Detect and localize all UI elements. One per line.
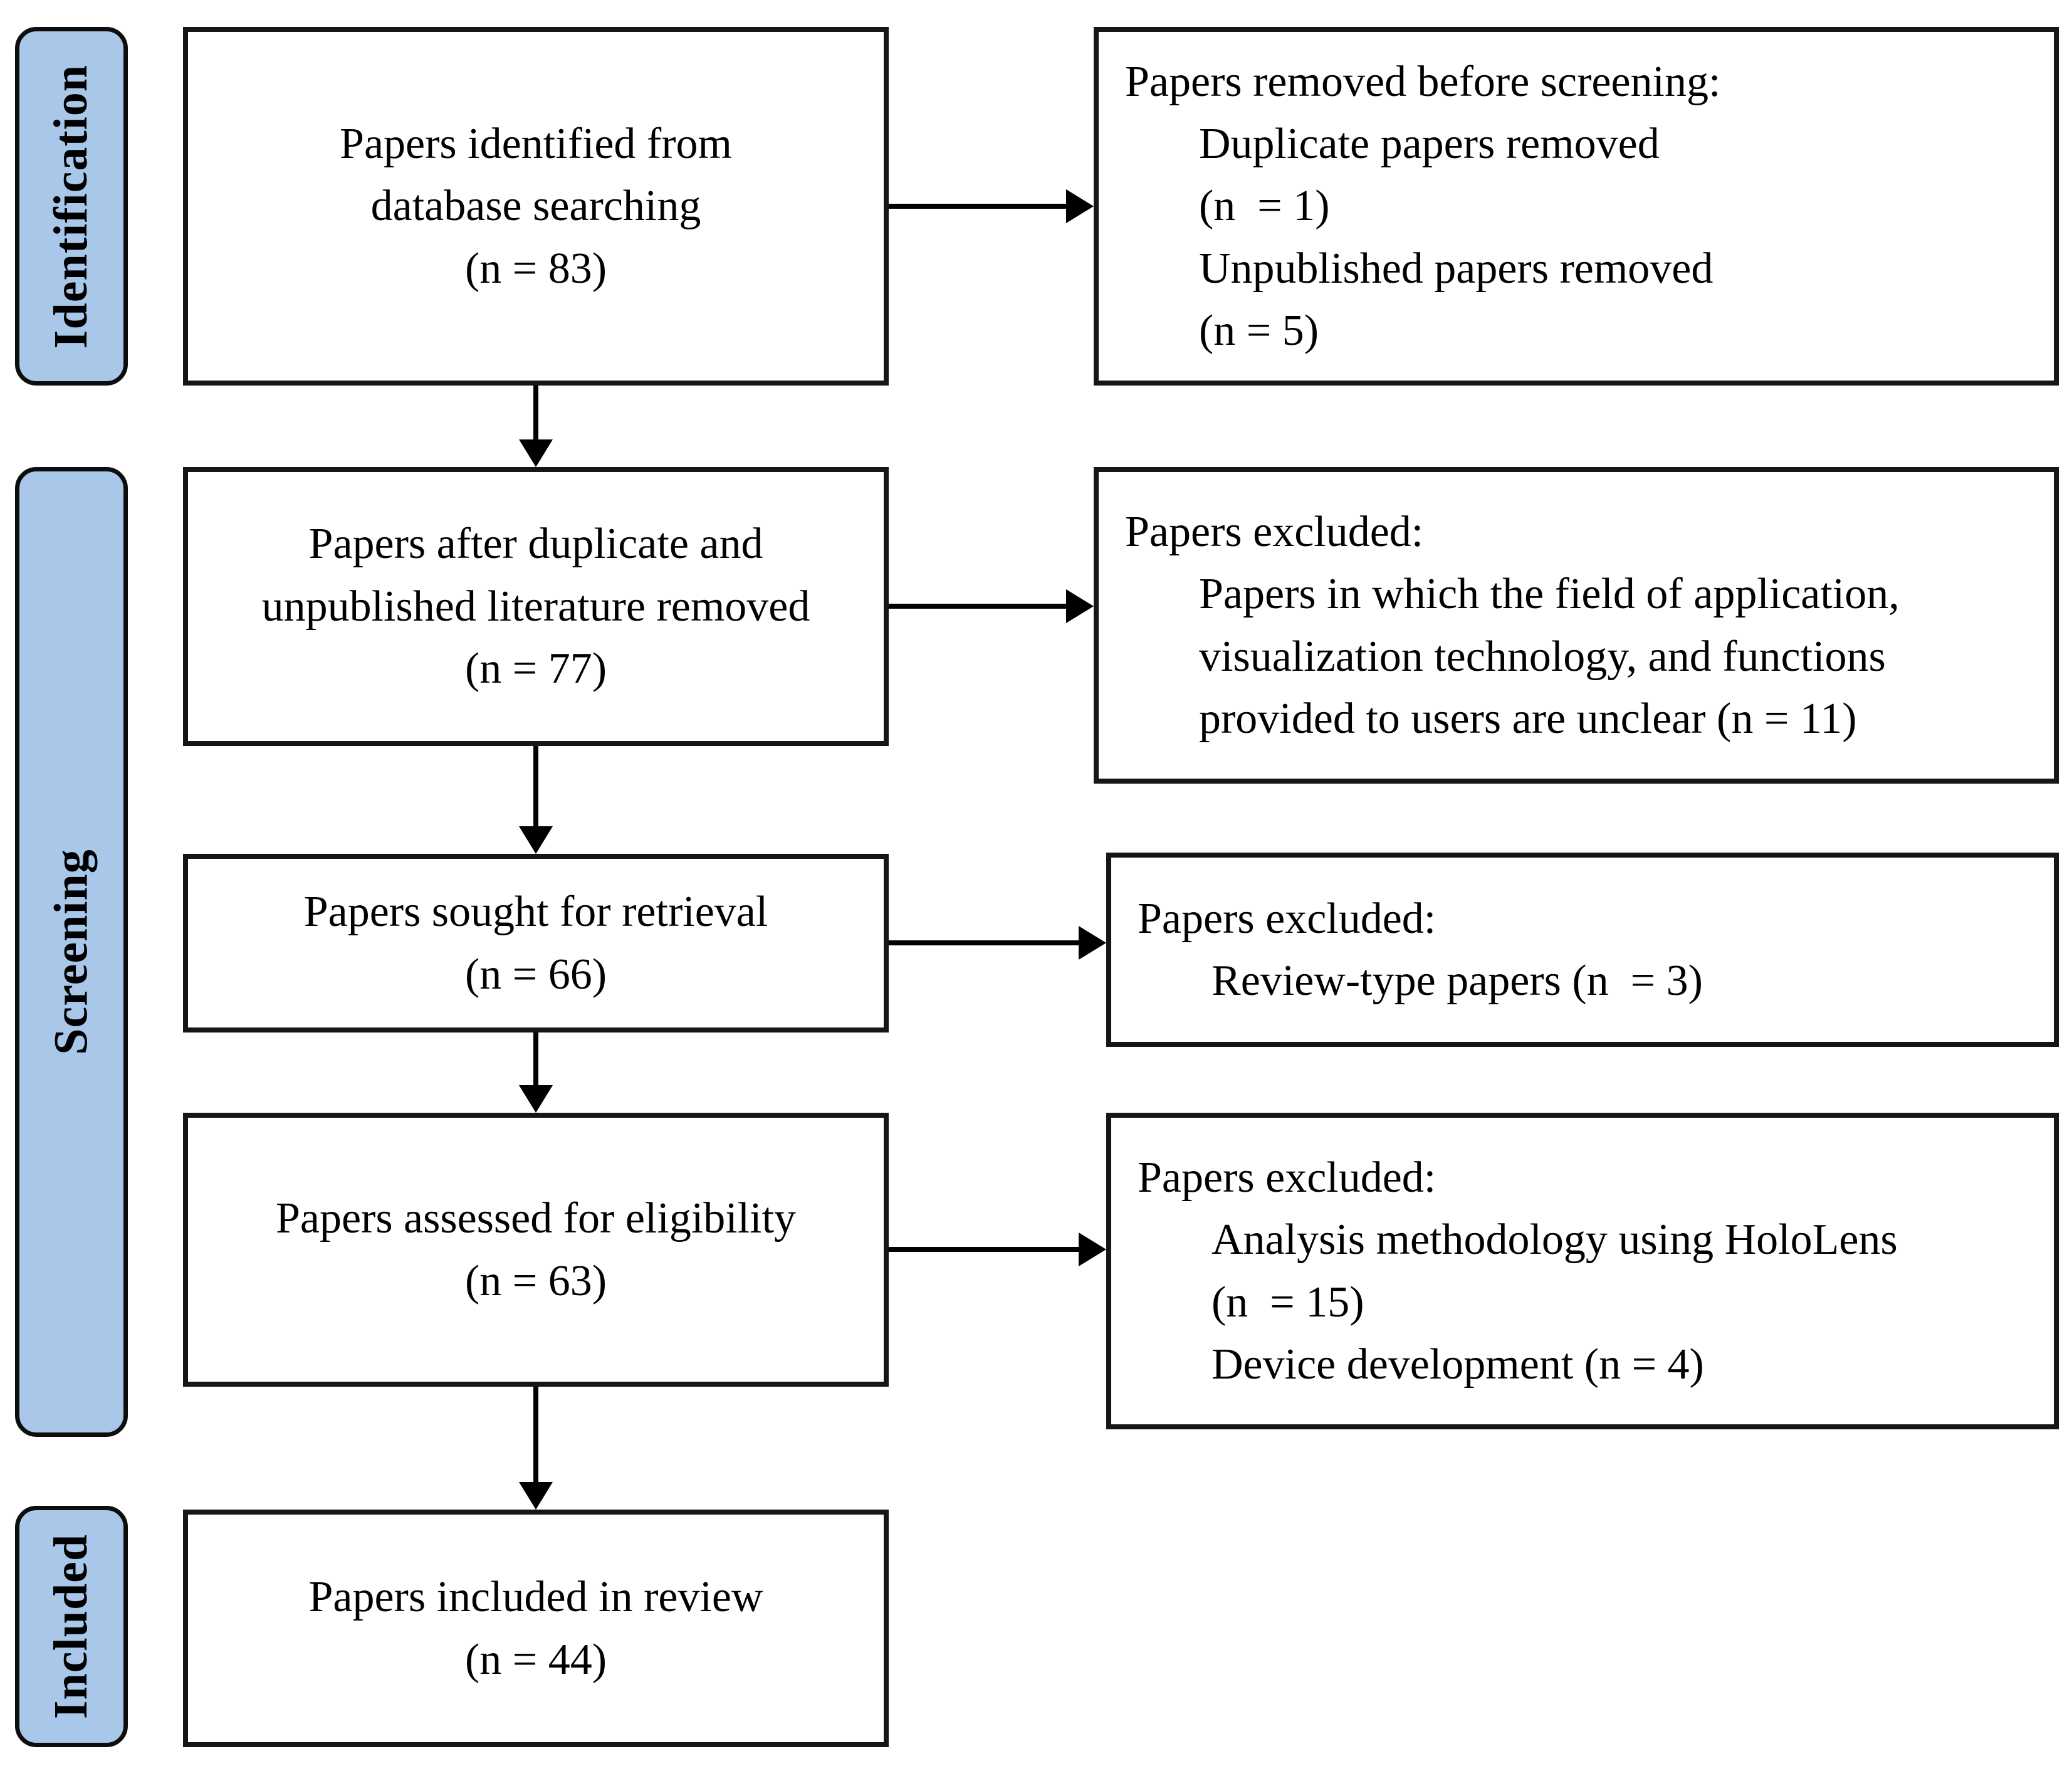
flow-box-included-review: Papers included in review (n = 44) (183, 1510, 889, 1747)
flow-box-assessed-count: (n = 63) (464, 1256, 607, 1305)
flow-box-after-duplicates-line2: unpublished literature removed (261, 582, 810, 631)
arrow-right-3-line (889, 940, 1079, 945)
excluded-screening-item1: Papers in which the field of application… (1199, 570, 1900, 619)
removed-before-screening-title: Papers removed before screening: (1125, 57, 1721, 106)
removed-before-screening-item2: (n = 1) (1199, 182, 1330, 231)
removed-before-screening-item3: Unpublished papers removed (1199, 244, 1714, 293)
arrow-right-2-head (1066, 589, 1094, 623)
flow-box-identified-line2: database searching (370, 182, 701, 231)
flow-box-sought: Papers sought for retrieval (n = 66) (183, 854, 889, 1032)
arrow-down-3-head (519, 1085, 553, 1113)
flow-box-excluded-screening: Papers excluded: Papers in which the fie… (1094, 467, 2059, 784)
excluded-screening-title: Papers excluded: (1125, 507, 1424, 556)
removed-before-screening-item1: Duplicate papers removed (1199, 119, 1660, 168)
removed-before-screening-item4: (n = 5) (1199, 307, 1319, 355)
stage-label-identification: Identification (15, 27, 128, 386)
arrow-right-4-head (1079, 1232, 1106, 1266)
flow-box-included-review-line1: Papers included in review (308, 1573, 763, 1622)
flow-box-identified-count: (n = 83) (464, 244, 607, 293)
arrow-down-3-line (533, 1032, 538, 1085)
excluded-screening-item3: provided to users are unclear (n = 11) (1199, 694, 1857, 743)
arrow-down-1-line (533, 386, 538, 439)
flow-box-assessed-line1: Papers assessed for eligibility (275, 1194, 797, 1243)
flow-box-sought-count: (n = 66) (464, 950, 607, 999)
stage-label-included-text: Included (44, 1533, 98, 1720)
flow-box-excluded-eligibility: Papers excluded: Analysis methodology us… (1106, 1113, 2059, 1429)
stage-label-included: Included (15, 1506, 128, 1747)
arrow-right-4-line (889, 1247, 1079, 1252)
stage-label-screening: Screening (15, 467, 128, 1437)
arrow-right-1-head (1066, 189, 1094, 223)
arrow-right-1-line (889, 204, 1066, 209)
stage-label-screening-text: Screening (44, 849, 98, 1055)
excluded-eligibility-item2: (n = 15) (1211, 1278, 1364, 1327)
excluded-retrieval-title: Papers excluded: (1138, 894, 1436, 943)
arrow-right-3-head (1079, 926, 1106, 960)
arrow-right-2-line (889, 604, 1066, 609)
excluded-eligibility-item1: Analysis methodology using HoloLens (1211, 1216, 1898, 1264)
arrow-down-1-head (519, 439, 553, 467)
flow-box-included-review-count: (n = 44) (464, 1635, 607, 1684)
flow-box-identified-line1: Papers identified from (340, 119, 732, 168)
flow-box-identified: Papers identified from database searchin… (183, 27, 889, 386)
arrow-down-2-head (519, 826, 553, 854)
excluded-retrieval-item1: Review-type papers (n = 3) (1211, 957, 1703, 1005)
arrow-down-4-head (519, 1482, 553, 1510)
excluded-eligibility-title: Papers excluded: (1138, 1153, 1436, 1202)
excluded-eligibility-item3: Device development (n = 4) (1211, 1340, 1704, 1389)
arrow-down-2-line (533, 746, 538, 826)
excluded-screening-item2: visualization technology, and functions (1199, 632, 1886, 681)
flow-box-assessed: Papers assessed for eligibility (n = 63) (183, 1113, 889, 1387)
flow-box-excluded-retrieval: Papers excluded: Review-type papers (n =… (1106, 853, 2059, 1047)
flow-box-after-duplicates-count: (n = 77) (464, 644, 607, 693)
arrow-down-4-line (533, 1387, 538, 1482)
flow-box-sought-line1: Papers sought for retrieval (303, 888, 768, 937)
flow-box-after-duplicates-line1: Papers after duplicate and (308, 520, 763, 569)
stage-label-identification-text: Identification (44, 64, 98, 349)
flow-box-after-duplicates: Papers after duplicate and unpublished l… (183, 467, 889, 746)
flow-box-removed-before-screening: Papers removed before screening: Duplica… (1094, 27, 2059, 386)
